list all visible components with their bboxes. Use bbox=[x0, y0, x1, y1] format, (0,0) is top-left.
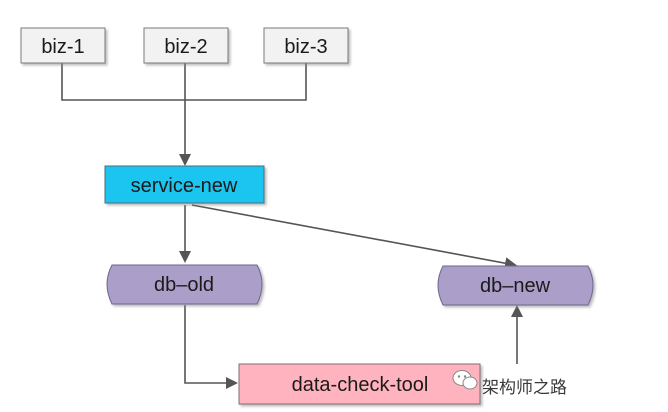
node-biz-2-label: biz-2 bbox=[164, 36, 207, 58]
node-db-new-label: db–new bbox=[480, 275, 551, 297]
node-biz-1-label: biz-1 bbox=[41, 36, 84, 58]
watermark-text: 架构师之路 bbox=[482, 378, 567, 398]
wechat-icon bbox=[452, 370, 478, 390]
node-service-new-label: service-new bbox=[131, 175, 238, 197]
node-biz-1: biz-1 bbox=[20, 27, 106, 64]
edge-service-new-db-new bbox=[191, 204, 517, 270]
connectors bbox=[61, 63, 523, 389]
edge-biz3-service-new bbox=[185, 63, 307, 101]
node-service-new: service-new bbox=[104, 165, 265, 204]
node-db-old: db–old bbox=[106, 264, 263, 305]
node-biz-2: biz-2 bbox=[143, 27, 229, 64]
watermark: 架构师之路 bbox=[452, 370, 567, 398]
edge-biz1-service-new bbox=[61, 63, 185, 101]
node-biz-3-label: biz-3 bbox=[284, 36, 327, 58]
node-data-check-tool-label: data-check-tool bbox=[292, 374, 429, 396]
node-db-old-label: db–old bbox=[154, 274, 214, 296]
edge-db-old-data-check-tool bbox=[184, 305, 238, 389]
node-data-check-tool: data-check-tool bbox=[238, 363, 481, 405]
node-db-new: db–new bbox=[437, 265, 594, 306]
node-biz-3: biz-3 bbox=[263, 27, 349, 64]
